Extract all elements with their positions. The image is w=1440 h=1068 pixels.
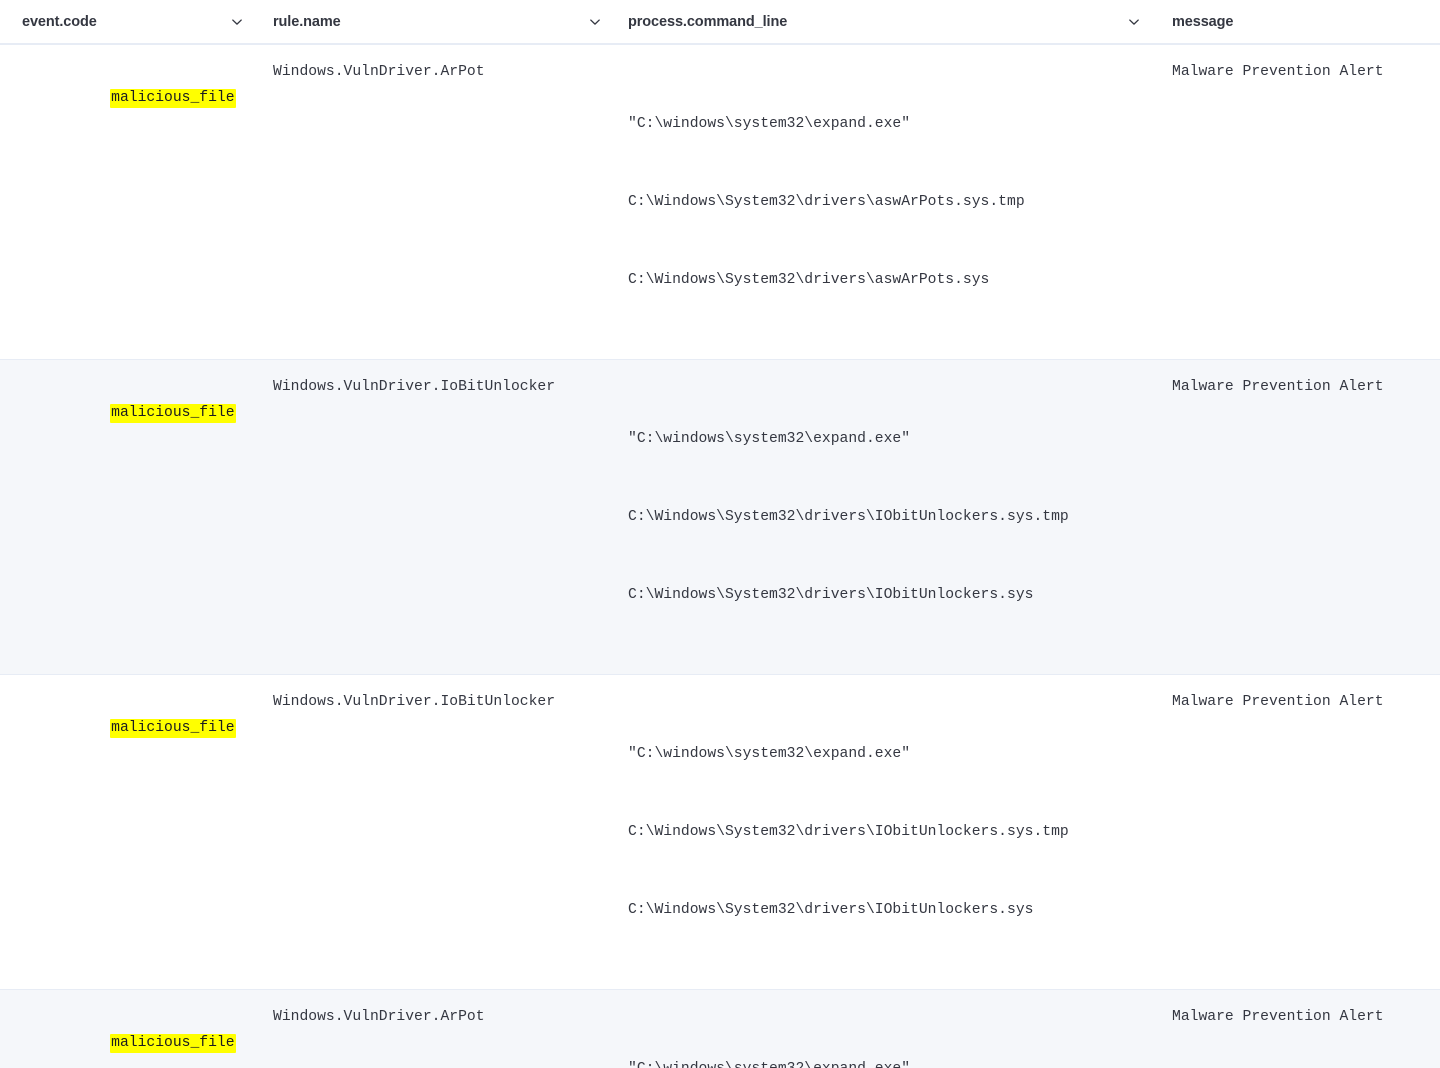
cell-event-code: malicious_file	[0, 990, 268, 1068]
cell-message: Malware Prevention Alert	[1168, 990, 1440, 1068]
event-code-highlight: malicious_file	[110, 1034, 235, 1053]
table-header: event.code rule.name	[0, 0, 1440, 44]
cell-rule-name: Windows.VulnDriver.ArPot	[268, 44, 628, 360]
command-line-part: C:\Windows\System32\drivers\IObitUnlocke…	[628, 582, 1158, 608]
rule-name-value: Windows.VulnDriver.IoBitUnlocker	[268, 360, 628, 484]
cell-rule-name: Windows.VulnDriver.IoBitUnlocker	[268, 360, 628, 675]
cell-process-command-line: "C:\windows\system32\expand.exe" C:\Wind…	[628, 990, 1168, 1068]
cell-message: Malware Prevention Alert	[1168, 360, 1440, 675]
column-header-label-event-code: event.code	[22, 14, 97, 30]
column-header-process-command-line[interactable]: process.command_line	[628, 0, 1168, 44]
event-code-highlight: malicious_file	[110, 719, 235, 738]
table-row[interactable]: malicious_file Windows.VulnDriver.ArPot …	[0, 990, 1440, 1068]
table-header-row: event.code rule.name	[0, 0, 1440, 44]
command-line-part: C:\Windows\System32\drivers\IObitUnlocke…	[628, 504, 1158, 530]
cell-process-command-line: "C:\windows\system32\expand.exe" C:\Wind…	[628, 44, 1168, 360]
command-line-part: "C:\windows\system32\expand.exe"	[628, 426, 1158, 452]
chevron-down-icon[interactable]	[230, 15, 244, 29]
rule-name-value: Windows.VulnDriver.ArPot	[268, 45, 628, 163]
cell-rule-name: Windows.VulnDriver.IoBitUnlocker	[268, 675, 628, 990]
command-line-part: C:\Windows\System32\drivers\IObitUnlocke…	[628, 897, 1158, 923]
cell-process-command-line: "C:\windows\system32\expand.exe" C:\Wind…	[628, 675, 1168, 990]
cell-message: Malware Prevention Alert	[1168, 44, 1440, 360]
message-value: Malware Prevention Alert	[1168, 675, 1440, 801]
event-code-highlight: malicious_file	[110, 89, 235, 108]
event-code-highlight: malicious_file	[110, 404, 235, 423]
command-line-part: "C:\windows\system32\expand.exe"	[628, 111, 1158, 137]
column-header-label-message: message	[1172, 14, 1233, 30]
cell-event-code: malicious_file	[0, 44, 268, 360]
message-value: Malware Prevention Alert	[1168, 45, 1440, 163]
cell-message: Malware Prevention Alert	[1168, 675, 1440, 990]
cell-event-code: malicious_file	[0, 675, 268, 990]
cell-event-code: malicious_file	[0, 360, 268, 675]
command-line-part: "C:\windows\system32\expand.exe"	[628, 741, 1158, 767]
column-header-rule-name[interactable]: rule.name	[268, 0, 628, 44]
table-body: malicious_file Windows.VulnDriver.ArPot …	[0, 44, 1440, 1068]
command-line-part: "C:\windows\system32\expand.exe"	[628, 1056, 1158, 1068]
chevron-down-icon[interactable]	[588, 15, 602, 29]
command-line-part: C:\Windows\System32\drivers\aswArPots.sy…	[628, 267, 1158, 293]
message-value: Malware Prevention Alert	[1168, 360, 1440, 484]
column-header-label-process-command-line: process.command_line	[628, 14, 787, 30]
table-row[interactable]: malicious_file Windows.VulnDriver.ArPot …	[0, 44, 1440, 360]
column-header-label-rule-name: rule.name	[273, 14, 341, 30]
table-row[interactable]: malicious_file Windows.VulnDriver.IoBitU…	[0, 360, 1440, 675]
command-line-part: C:\Windows\System32\drivers\IObitUnlocke…	[628, 819, 1158, 845]
command-line-part: C:\Windows\System32\drivers\aswArPots.sy…	[628, 189, 1158, 215]
rule-name-value: Windows.VulnDriver.IoBitUnlocker	[268, 675, 628, 801]
column-header-event-code[interactable]: event.code	[0, 0, 268, 44]
rule-name-value: Windows.VulnDriver.ArPot	[268, 990, 628, 1068]
table-row[interactable]: malicious_file Windows.VulnDriver.IoBitU…	[0, 675, 1440, 990]
message-value: Malware Prevention Alert	[1168, 990, 1440, 1068]
chevron-down-icon[interactable]	[1127, 15, 1141, 29]
cell-rule-name: Windows.VulnDriver.ArPot	[268, 990, 628, 1068]
column-header-message[interactable]: message	[1168, 0, 1440, 44]
cell-process-command-line: "C:\windows\system32\expand.exe" C:\Wind…	[628, 360, 1168, 675]
